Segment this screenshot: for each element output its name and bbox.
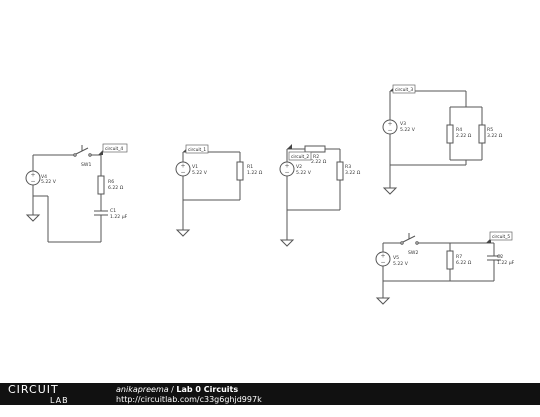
switch-name: SW2 xyxy=(408,250,418,256)
ground-icon xyxy=(376,292,390,305)
probe-label: circuit_3 xyxy=(395,87,413,93)
capacitor-icon[interactable] xyxy=(94,210,108,216)
circuit-2: circuit_2 R2 2.22 Ω V2 5.22 V R3 3.22 Ω xyxy=(279,144,361,247)
resistor-icon[interactable] xyxy=(446,250,454,270)
switch-icon[interactable] xyxy=(400,233,419,245)
resistor-value: 6.22 Ω xyxy=(456,260,472,266)
source-value: 5.22 V xyxy=(192,170,208,176)
voltage-source-icon[interactable] xyxy=(25,170,41,186)
ground-icon xyxy=(383,182,397,195)
source-name: V4 xyxy=(41,174,47,180)
probe-label: circuit_1 xyxy=(188,147,206,153)
resistor-icon[interactable] xyxy=(336,161,344,181)
probe-label: circuit_5 xyxy=(492,234,510,240)
resistor-b-name: R5 xyxy=(487,127,493,133)
schematic-canvas: + − c xyxy=(25,84,515,305)
resistor-a-value: 2.22 Ω xyxy=(456,133,472,139)
resistor-icon[interactable] xyxy=(236,161,244,181)
ground-icon xyxy=(176,224,190,237)
resistor-a-value: 2.22 Ω xyxy=(311,159,327,165)
voltage-source-icon[interactable] xyxy=(175,161,191,177)
source-name: V5 xyxy=(393,255,399,261)
resistor-icon[interactable] xyxy=(478,124,486,144)
source-name: V2 xyxy=(296,164,302,170)
probe-tag[interactable]: circuit_4 xyxy=(98,143,128,155)
source-value: 5.22 V xyxy=(296,170,312,176)
capacitor-icon[interactable] xyxy=(487,255,501,261)
circuit-3: circuit_3 V3 5.22 V R4 2.22 Ω R5 3.22 Ω xyxy=(382,84,503,195)
resistor-name: R6 xyxy=(108,179,114,185)
source-name: V1 xyxy=(192,164,198,170)
probe-tag[interactable]: circuit_2 xyxy=(287,144,312,161)
footer-bar: CIRCUIT LAB anikapreema / Lab 0 Circuits… xyxy=(0,383,540,414)
resistor-icon[interactable] xyxy=(304,145,326,153)
resistor-logo-icon xyxy=(8,398,48,414)
capacitor-name: C2 xyxy=(497,254,503,260)
logo-bottom-text: LAB xyxy=(50,396,69,405)
source-value: 5.22 V xyxy=(393,261,409,267)
resistor-name: R1 xyxy=(247,164,253,170)
probe-label: circuit_2 xyxy=(291,154,309,160)
footer-title-line: anikapreema / Lab 0 Circuits xyxy=(116,385,238,394)
title-separator: / xyxy=(168,385,177,394)
ground-icon xyxy=(280,234,294,247)
capacitor-value: 1.22 µF xyxy=(110,214,128,220)
resistor-b-name: R3 xyxy=(345,164,351,170)
resistor-name: R7 xyxy=(456,254,462,260)
circuit-4: circuit_4 V4 5.22 V SW1 R6 6.22 Ω C1 1.2… xyxy=(25,143,128,243)
switch-name: SW1 xyxy=(81,162,91,168)
source-value: 5.22 V xyxy=(400,127,416,133)
capacitor-value: 1.22 µF xyxy=(497,260,515,266)
probe-tag[interactable]: circuit_3 xyxy=(390,84,416,94)
author-link[interactable]: anikapreema xyxy=(116,385,169,394)
probe-label: circuit_4 xyxy=(105,146,123,152)
source-name: V3 xyxy=(400,121,406,127)
resistor-icon[interactable] xyxy=(97,175,105,195)
resistor-value: 1.22 Ω xyxy=(247,170,263,176)
circuit-5: circuit_5 SW2 V5 5.22 V R7 6.22 Ω C2 1.2… xyxy=(375,231,515,305)
source-value: 5.22 V xyxy=(41,179,57,185)
resistor-a-name: R2 xyxy=(313,154,319,160)
voltage-source-icon[interactable] xyxy=(382,119,398,135)
probe-tag[interactable]: circuit_1 xyxy=(183,144,209,154)
resistor-value: 6.22 Ω xyxy=(108,185,124,191)
circuit-title: Lab 0 Circuits xyxy=(176,385,239,394)
circuit-1: circuit_1 V1 5.22 V R1 1.22 Ω xyxy=(175,144,263,237)
resistor-icon[interactable] xyxy=(446,124,454,144)
ground-icon xyxy=(26,209,40,222)
circuit-url-link[interactable]: http://circuitlab.com/c33g6ghjd997k xyxy=(116,395,262,404)
switch-icon[interactable] xyxy=(73,145,92,157)
voltage-source-icon[interactable] xyxy=(375,251,391,267)
circuitlab-logo[interactable]: CIRCUIT LAB xyxy=(8,383,90,414)
capacitor-name: C1 xyxy=(110,208,116,214)
voltage-source-icon[interactable] xyxy=(279,161,295,177)
resistor-a-name: R4 xyxy=(456,127,462,133)
logo-top-text: CIRCUIT xyxy=(8,383,59,396)
resistor-b-value: 3.22 Ω xyxy=(487,133,503,139)
probe-tag[interactable]: circuit_5 xyxy=(486,231,513,243)
resistor-b-value: 3.22 Ω xyxy=(345,170,361,176)
